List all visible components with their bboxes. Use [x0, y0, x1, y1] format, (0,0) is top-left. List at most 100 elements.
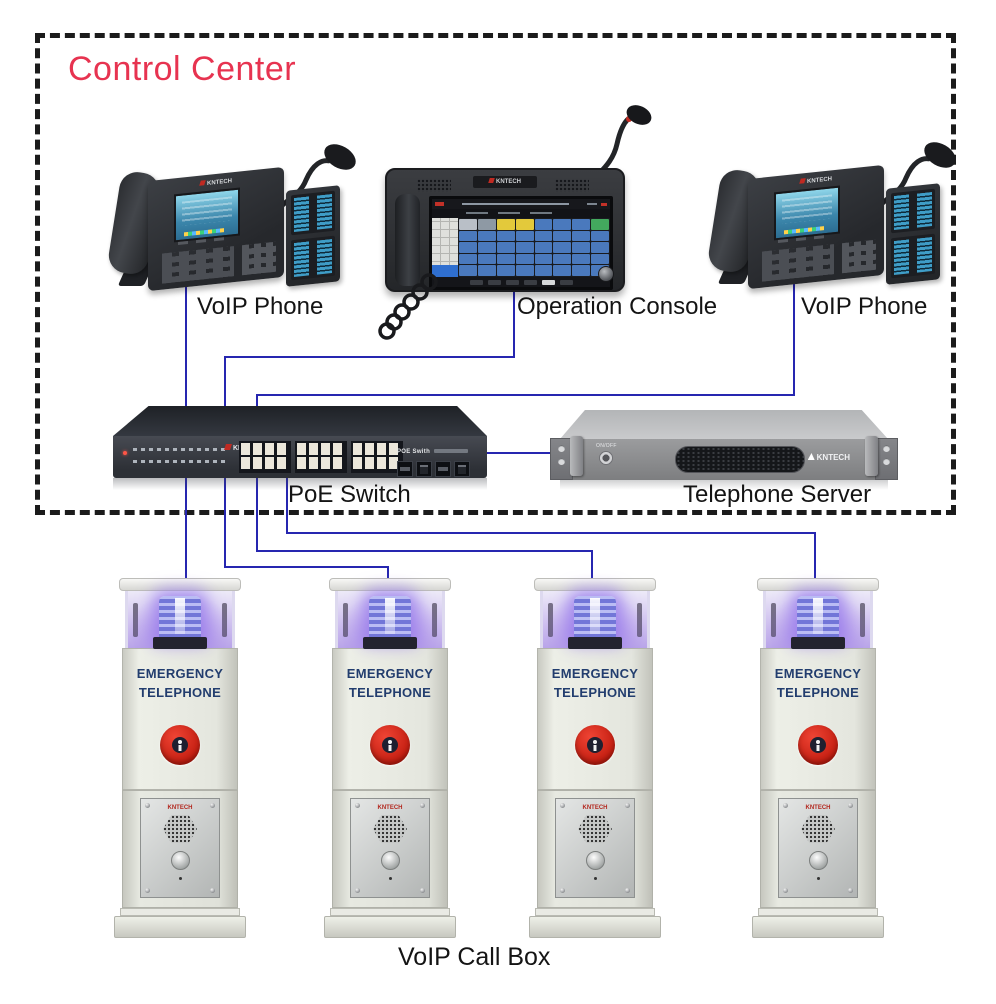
beacon-light-icon [369, 596, 411, 638]
switch-top-face [113, 406, 487, 436]
call-box-cap [329, 578, 451, 591]
speaker-grille-icon [801, 815, 835, 843]
call-box-base-lip [758, 908, 878, 916]
rack-handle [865, 436, 878, 476]
emergency-call-button [160, 725, 200, 765]
console-body: KNTECH [385, 168, 625, 292]
phone-screen [774, 185, 840, 241]
brand-logo: KNTECH [377, 805, 403, 811]
switch-model-text [434, 449, 469, 453]
call-box-base-lip [330, 908, 450, 916]
speaker-grille-icon [373, 815, 407, 843]
power-label: ON/OFF [596, 443, 617, 449]
call-box-cap [119, 578, 241, 591]
server-reflection [560, 480, 888, 490]
server-vent-grille [675, 446, 805, 473]
dss-key-panel [891, 188, 935, 234]
speaker-grille-icon [417, 179, 451, 192]
screen-status-line [587, 203, 597, 205]
beacon-housing [335, 591, 445, 649]
rack-ear [875, 438, 898, 480]
call-button-icon [587, 737, 603, 753]
mic-hole-icon [178, 877, 182, 880]
call-box-base-lip [120, 908, 240, 916]
screen-tab-row [432, 209, 610, 218]
intercom-panel: KNTECH [140, 798, 220, 898]
screen-dialpad [432, 218, 458, 277]
screen-titlebar [432, 199, 610, 209]
phone-keypad [162, 246, 234, 284]
screen-bottom-buttons [432, 277, 610, 287]
beacon-base [153, 637, 207, 649]
beacon-light-icon [574, 596, 616, 638]
call-box-base [324, 916, 456, 938]
beacon-base [791, 637, 845, 649]
status-led-rows [133, 445, 225, 467]
intercom-button-icon [585, 851, 605, 870]
server-top-face [560, 410, 888, 439]
control-center-title: Control Center [68, 50, 297, 88]
intercom-panel: KNTECH [555, 798, 635, 898]
brand-logo: KNTECH [167, 805, 193, 811]
operation-console-label: Operation Console [517, 293, 718, 320]
operation-console-device: KNTECH [378, 105, 652, 340]
rack-handle [570, 436, 583, 476]
emergency-call-button [370, 725, 410, 765]
call-button-icon [172, 737, 188, 753]
beacon-base [568, 637, 622, 649]
voip-call-box-label: VoIP Call Box [398, 943, 551, 971]
beacon-light-icon [797, 596, 839, 638]
call-box-base-lip [535, 908, 655, 916]
beacon-base [363, 637, 417, 649]
intercom-button-icon [380, 851, 400, 870]
screen-title-line [462, 203, 569, 205]
voip-phone-left-device: KNTECH [102, 144, 356, 293]
voip-phone-right-label: VoIP Phone [801, 293, 928, 320]
call-box-lower-body: KNTECH [122, 790, 238, 908]
power-led-icon [123, 451, 127, 455]
poe-switch-device: KNTECH POE Swith [113, 406, 487, 490]
mic-hole-icon [593, 877, 597, 880]
screen-close-chip [601, 202, 607, 206]
call-box-base [752, 916, 884, 938]
telephone-server-label: Telephone Server [683, 481, 872, 508]
phone-screen [174, 187, 240, 243]
brand-logo: KNTECH [808, 453, 850, 462]
speaker-grille-icon [578, 815, 612, 843]
console-handset [395, 194, 420, 286]
beacon-housing [125, 591, 235, 649]
switch-front-face: KNTECH POE Swith [113, 436, 487, 478]
beacon-light-icon [159, 596, 201, 638]
brand-logo: KNTECH [582, 805, 608, 811]
call-box-cap [534, 578, 656, 591]
speaker-grille-icon [555, 179, 589, 192]
control-center-frame [35, 33, 956, 515]
emergency-call-button [798, 725, 838, 765]
call-box-base [114, 916, 246, 938]
voip-phone-left-label: VoIP Phone [197, 293, 324, 320]
console-speaker-knob [598, 266, 614, 282]
rj45-port-groups [239, 441, 403, 473]
call-box-cap [757, 578, 879, 591]
call-box-lower-body: KNTECH [537, 790, 653, 908]
phone-body: KNTECH [748, 164, 884, 290]
telephone-server-device: ON/OFF KNTECH [550, 410, 898, 490]
dss-key-panel [291, 190, 335, 236]
phone-navkeys [242, 241, 276, 276]
beacon-housing [540, 591, 650, 649]
call-box-base [529, 916, 661, 938]
mic-hole-icon [816, 877, 820, 880]
beacon-housing [763, 591, 873, 649]
intercom-panel: KNTECH [778, 798, 858, 898]
power-button-icon [599, 451, 614, 465]
uplink-ports [397, 461, 481, 477]
phone-keypad [762, 244, 834, 282]
phone-navkeys [842, 239, 876, 274]
